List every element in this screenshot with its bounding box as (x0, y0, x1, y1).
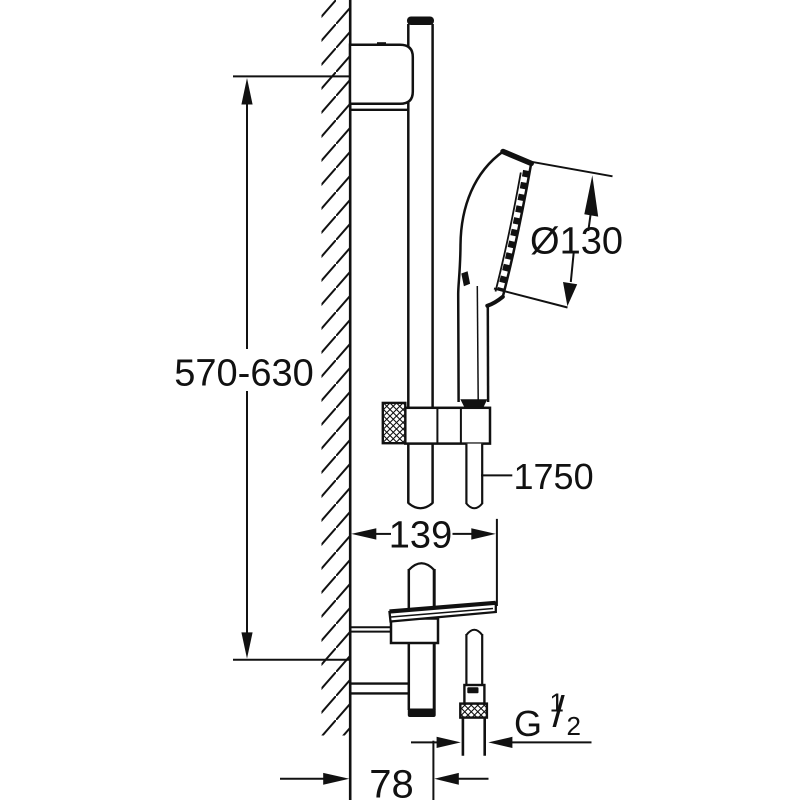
wall-hatch (321, 0, 350, 736)
dimension-wall-to-rail: 78 (280, 740, 489, 800)
handle-inner-line (476, 285, 479, 402)
dimension-height-range: 570-630 (174, 75, 350, 661)
holder-body (404, 406, 492, 445)
arrow-pointing-left (434, 772, 459, 785)
label-hose-length-group: 1750 (481, 456, 594, 497)
rail-body (407, 20, 434, 509)
label-thread-slash: / (553, 688, 566, 737)
bracket-escutcheon (348, 43, 415, 106)
hose-upper (465, 443, 484, 510)
hose-upper-body (465, 443, 483, 505)
label-hose-length: 1750 (514, 456, 594, 497)
wall-bracket-bottom (350, 682, 410, 695)
hand-shower (456, 148, 534, 403)
dimension-head-diameter: Ø130 (493, 160, 623, 309)
dim-seg-lower (569, 251, 575, 283)
tray-wall-arm (350, 626, 391, 633)
label-thread-denominator: 2 (567, 711, 581, 741)
arrow-pointing-right (436, 736, 461, 748)
holder-knurled-knob (381, 401, 407, 445)
handle-cone-shadow (460, 399, 488, 408)
head-bottom-rim (485, 294, 505, 308)
arrow-right (471, 528, 496, 540)
arrow-upper (584, 175, 599, 217)
dim-seg-upper (587, 214, 592, 232)
dimension-tray-width: 139 (351, 515, 498, 606)
head-back-button (461, 271, 471, 287)
hose-lower-break-curve (465, 628, 483, 636)
hose-lower (459, 628, 489, 756)
arrow-lower (563, 282, 578, 307)
bracket-bottom-arm (350, 682, 410, 695)
label-height-range: 570-630 (174, 353, 313, 395)
label-tray-width: 139 (389, 515, 452, 557)
label-wall-to-rail: 78 (369, 763, 414, 800)
head-top-rim (500, 148, 534, 167)
ext-line-top (531, 160, 613, 178)
label-thread-numerator: 1 (550, 688, 564, 718)
arrow-pointing-left (488, 736, 513, 748)
wall-bracket-top (348, 42, 415, 111)
arrow-pointing-right (323, 772, 350, 785)
tray-holder-block (389, 617, 440, 645)
shower-rail-upper (407, 16, 434, 510)
head-back-outline (456, 150, 505, 403)
rail-top-cap (407, 16, 434, 25)
tray-inner-line (390, 607, 494, 618)
arrow-down (241, 632, 253, 659)
rail-bottom-cap (407, 708, 436, 717)
holder-segment-lines (436, 407, 462, 444)
rail-break-curve (407, 502, 434, 510)
fitting-slot (467, 687, 479, 694)
wall (321, 0, 352, 800)
spray-face-rim-line (494, 172, 522, 292)
arrow-up (241, 78, 253, 105)
arrow-left (351, 528, 377, 540)
label-head-diameter: Ø130 (530, 221, 623, 263)
label-thread-letter: G (514, 703, 542, 744)
tray-top-edge (389, 600, 496, 614)
head-spray-face (501, 163, 533, 298)
thread-connector (461, 717, 486, 756)
rail-lower-break-curve (407, 562, 436, 571)
spray-nozzle-band (497, 169, 530, 292)
tray-assembly (350, 600, 497, 645)
glide-holder (381, 399, 492, 445)
knurled-nut (459, 702, 489, 719)
hose-upper-break-curve (465, 502, 483, 510)
hose-lower-body (466, 629, 483, 685)
ext-line-bottom (493, 287, 568, 309)
hose-upper-edges (465, 443, 484, 504)
hand-shower-silhouette (458, 151, 532, 402)
dimension-thread: G 1 / 2 (411, 688, 592, 748)
hose-lower-edges (465, 634, 484, 686)
